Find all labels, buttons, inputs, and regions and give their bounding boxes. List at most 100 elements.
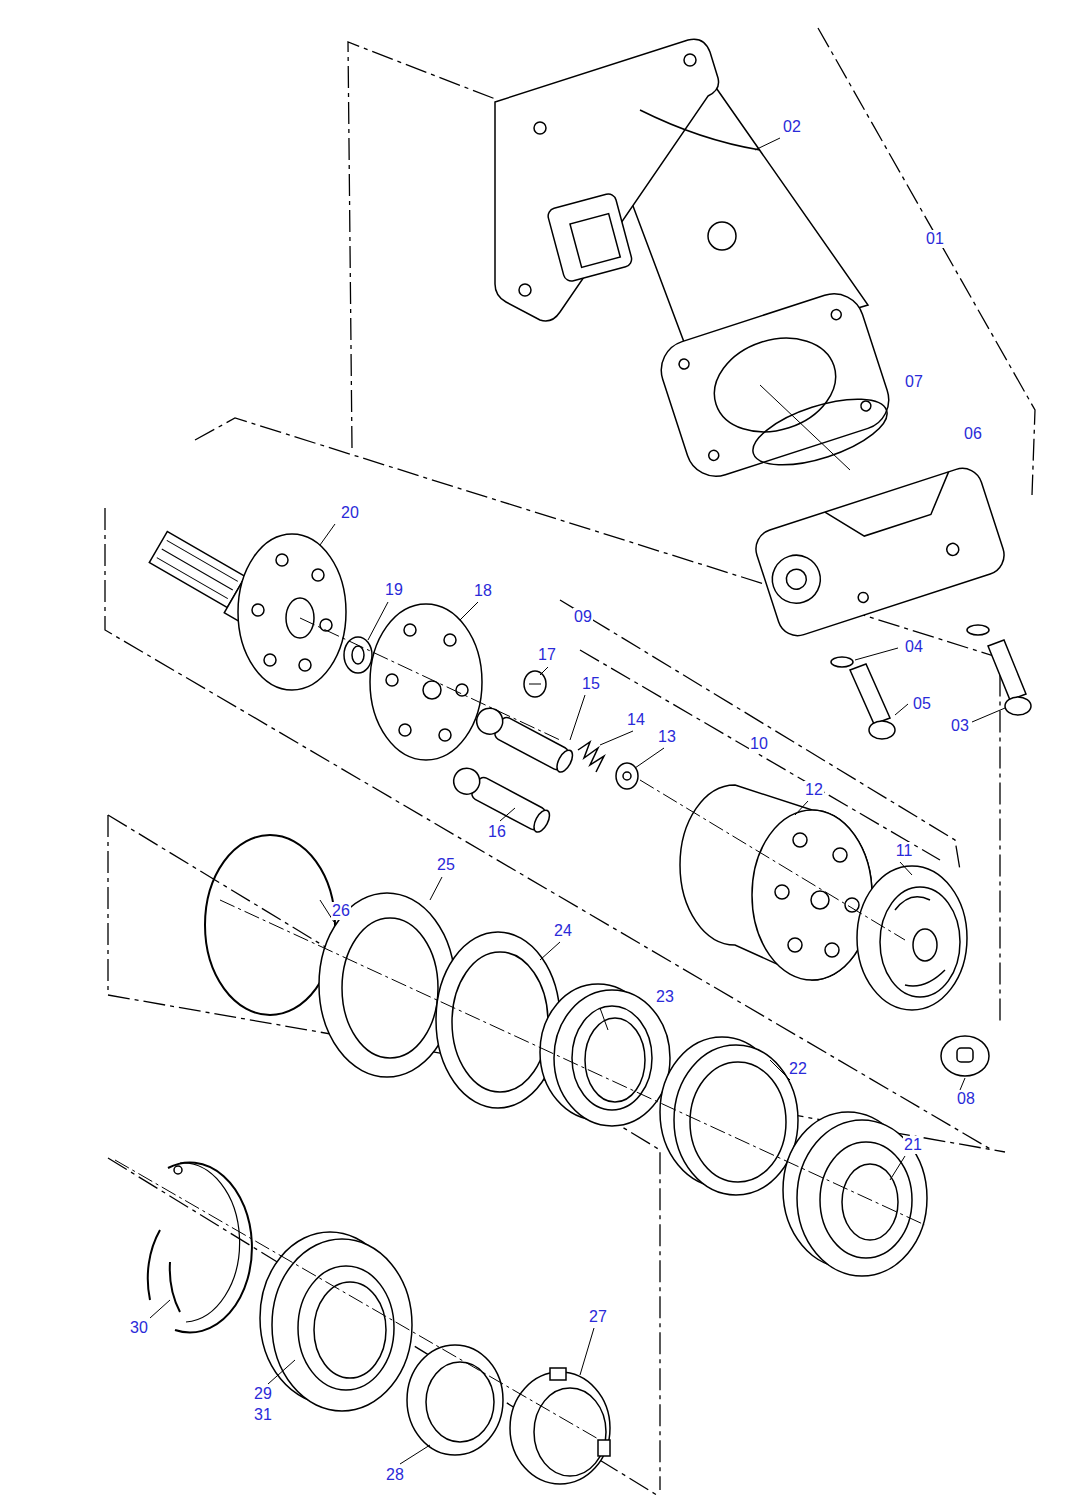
callout-number: 10	[749, 735, 769, 753]
bolt	[850, 664, 890, 724]
seal-carrier	[314, 1282, 386, 1378]
drive-shaft	[320, 619, 332, 631]
callout-number: 16	[487, 823, 507, 841]
leader-line	[972, 708, 1005, 722]
cylinder-block	[680, 785, 872, 980]
callout-number: 02	[782, 118, 802, 136]
bearing	[797, 1120, 927, 1276]
nut	[598, 1440, 610, 1456]
leader-line	[430, 877, 442, 900]
port-plate	[751, 463, 1009, 641]
callout-number: 27	[588, 1308, 608, 1326]
screw	[529, 684, 541, 685]
callout-number: 26	[331, 902, 351, 920]
drive-shaft	[276, 554, 288, 566]
nut	[510, 1368, 610, 1484]
group-bracket	[108, 815, 660, 1490]
bearing	[674, 1045, 798, 1195]
shaft-seal	[407, 1345, 503, 1455]
callout-number: 05	[912, 695, 932, 713]
nut	[534, 1388, 606, 1476]
callout-number: 12	[804, 781, 824, 799]
retaining-plate	[456, 684, 468, 696]
motor-housing	[708, 222, 736, 250]
callout-number: 21	[903, 1136, 923, 1154]
control-plate	[857, 866, 967, 1010]
bolt	[831, 657, 853, 667]
screw	[524, 671, 546, 697]
retaining-plate	[370, 604, 482, 760]
bearing	[540, 984, 670, 1126]
motor-housing	[534, 122, 546, 134]
motor-housing	[546, 192, 633, 283]
motor-housing	[640, 110, 760, 150]
circlip	[168, 1163, 252, 1333]
leader-line	[960, 1078, 965, 1090]
piston	[449, 704, 576, 836]
washer	[623, 772, 631, 780]
leader-line	[770, 1060, 790, 1080]
motor-housing	[684, 54, 696, 66]
callout-number: 25	[436, 856, 456, 874]
spring	[578, 742, 604, 772]
leader-line	[895, 704, 908, 715]
piston	[531, 808, 553, 835]
bearing	[660, 1037, 798, 1195]
drive-shaft	[157, 540, 238, 598]
cylinder-block	[775, 885, 789, 899]
motor-housing	[860, 400, 873, 413]
leader-line	[268, 1360, 295, 1384]
retaining-plate	[423, 681, 441, 699]
pin	[941, 1036, 989, 1076]
port-plate	[945, 542, 960, 557]
bearing	[572, 1006, 652, 1110]
leader-line	[150, 138, 1005, 1464]
drive-shaft	[252, 604, 264, 616]
port-plate	[766, 549, 826, 609]
callout-number: 14	[626, 711, 646, 729]
leader-line	[500, 808, 515, 821]
cylinder-block	[680, 785, 872, 980]
callout-number: 06	[963, 425, 983, 443]
motor-housing	[678, 358, 691, 371]
leader-line	[890, 1156, 905, 1180]
callout-number: 17	[537, 646, 557, 664]
seal-carrier	[260, 1232, 412, 1411]
nut	[550, 1368, 566, 1380]
callout-number: 03	[950, 717, 970, 735]
leader-line	[368, 602, 388, 640]
cylinder-block	[752, 810, 872, 980]
spring	[578, 742, 604, 772]
group-bracket	[105, 28, 1035, 1497]
drive-shaft	[146, 526, 346, 690]
callout-number: 20	[340, 504, 360, 522]
piston	[472, 704, 576, 776]
bearing	[783, 1112, 927, 1276]
group-bracket	[348, 42, 498, 448]
motor-housing	[654, 286, 897, 484]
bolt	[1005, 697, 1031, 715]
callout-number: 01	[925, 230, 945, 248]
callout-number: 31	[253, 1406, 273, 1424]
leader-line	[795, 801, 808, 815]
leader-line	[460, 602, 478, 620]
bearing	[690, 1062, 786, 1182]
circlip	[174, 1166, 182, 1174]
axis-line	[115, 385, 925, 1440]
motor-housing	[707, 449, 720, 462]
cylinder-block	[811, 891, 829, 909]
pin	[957, 1048, 973, 1062]
shim	[319, 893, 455, 1077]
bearing	[842, 1164, 898, 1240]
port-plate	[857, 591, 870, 604]
drive-shaft	[299, 659, 311, 671]
bolt	[831, 625, 1031, 739]
drive-shaft	[312, 569, 324, 581]
callout-number: 19	[384, 581, 404, 599]
callout-number: 29	[253, 1385, 273, 1403]
bearing	[820, 1142, 912, 1258]
shim	[436, 932, 560, 1108]
bolt	[869, 721, 895, 739]
drive-shaft	[238, 534, 346, 690]
cylinder-block	[825, 943, 839, 957]
